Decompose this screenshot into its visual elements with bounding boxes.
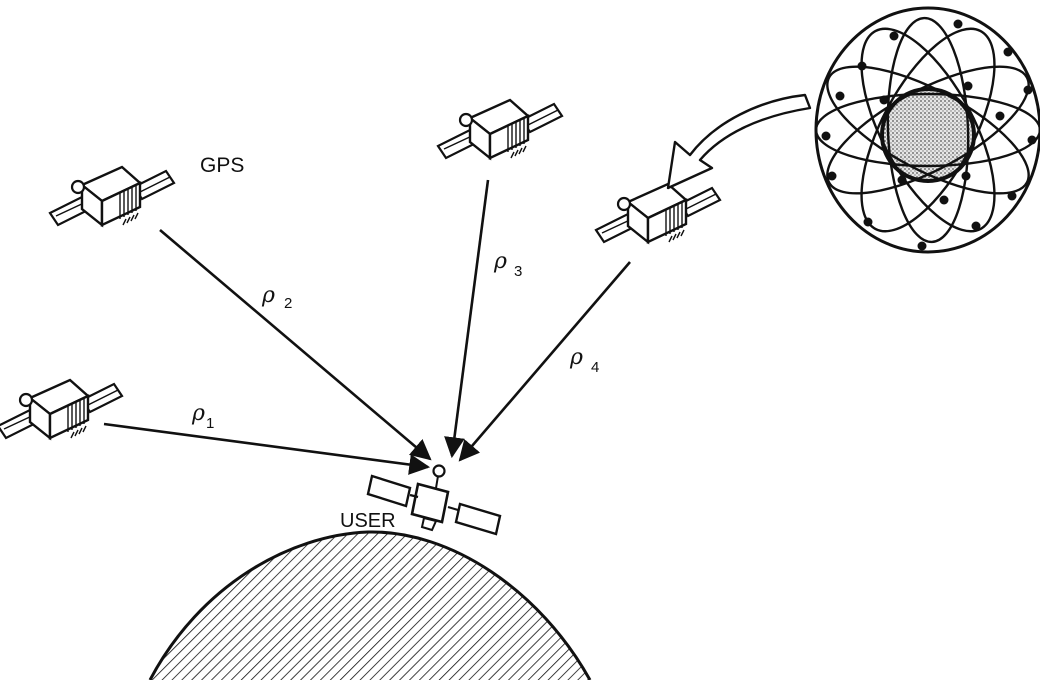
range-1-symbol: ρ: [191, 401, 205, 426]
earth-surface: [148, 530, 592, 680]
user-label: USER: [340, 510, 396, 532]
range-3-symbol: ρ: [493, 249, 507, 274]
range-2-symbol: ρ: [261, 283, 275, 308]
range-line-4: [458, 261, 631, 462]
gps-satellite-icon-4: [594, 182, 722, 244]
gps-satellite-icon-2: [48, 165, 176, 227]
range-line-2: [159, 229, 432, 461]
gps-label: GPS: [200, 154, 244, 177]
range-3-subscript: 3: [514, 263, 522, 280]
range-2-subscript: 2: [284, 295, 292, 312]
gps-satellite-icon-1: [0, 378, 124, 440]
range-line-1: [103, 422, 431, 475]
constellation-globe-icon: [814, 6, 1040, 254]
curved-arrow-icon: [666, 93, 812, 190]
range-4-symbol: ρ: [569, 345, 583, 370]
gps-satellite-icon-3: [436, 98, 564, 160]
user-satellite-icon: [366, 464, 502, 536]
range-line-3: [444, 179, 490, 459]
range-4-subscript: 4: [591, 359, 599, 376]
range-1-subscript: 1: [206, 415, 214, 432]
